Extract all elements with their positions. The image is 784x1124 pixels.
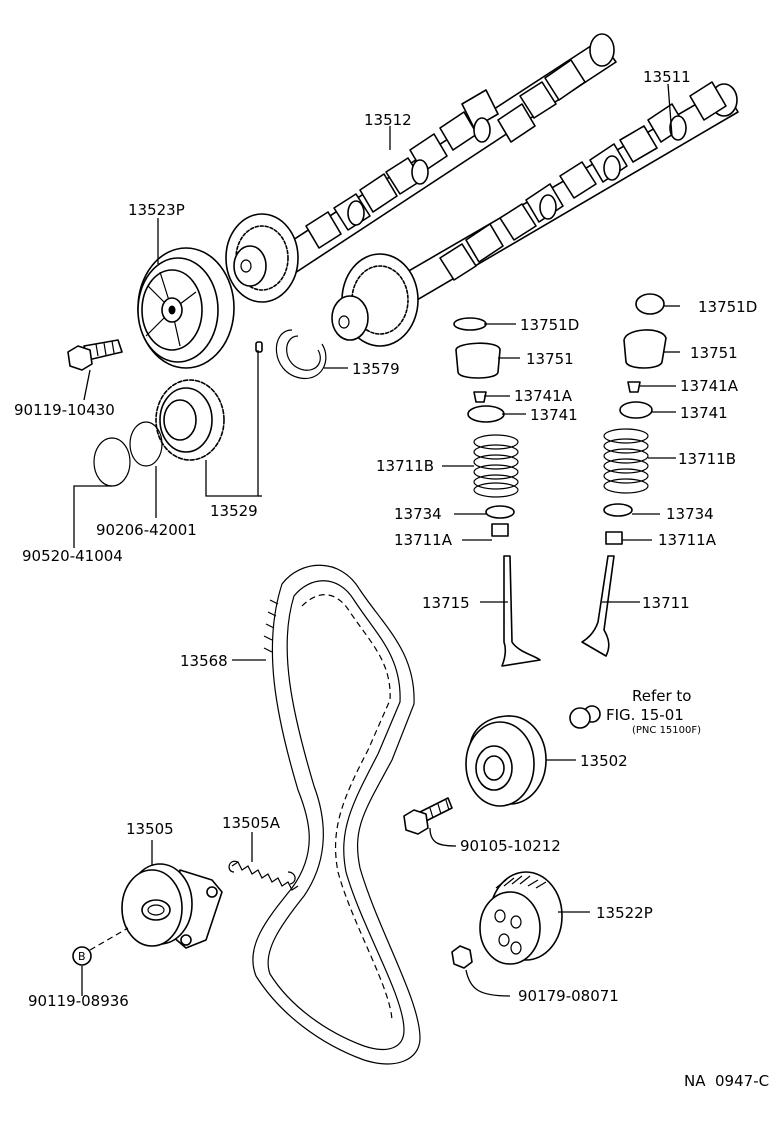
bolt-marker-b <box>72 946 92 966</box>
label-90520-41004: 90520-41004 <box>22 547 123 565</box>
camshaft-timing-pulley-13523p <box>137 247 235 369</box>
idler-pulley-13502 <box>465 715 547 807</box>
tension-spring-13505a <box>228 860 299 891</box>
snap-ring-90520-41004 <box>93 437 131 487</box>
wave-washer-90206-42001 <box>129 421 163 467</box>
camshaft-13511 <box>331 81 739 347</box>
label-90179-08071: 90179-08071 <box>518 987 619 1005</box>
leader-lines <box>73 83 680 997</box>
label-13711: 13711 <box>642 594 690 612</box>
label-13522p: 13522P <box>596 904 653 922</box>
label-13711b-right: 13711B <box>678 450 736 468</box>
label-90119-10430: 90119-10430 <box>14 401 115 419</box>
label-13751d-right: 13751D <box>698 298 757 316</box>
timing-belt-13568 <box>252 564 421 1065</box>
figure-code: NA 0947-C <box>684 1072 769 1090</box>
label-13741a-right: 13741A <box>680 377 739 395</box>
label-13511: 13511 <box>643 68 691 86</box>
circle-marker-b: B <box>78 950 86 963</box>
pin <box>255 341 263 353</box>
label-13711a-left: 13711A <box>394 531 453 549</box>
reference-line-2: FIG. 15-01 <box>606 706 684 724</box>
label-13512: 13512 <box>364 111 412 129</box>
label-13734-left: 13734 <box>394 505 442 523</box>
label-13741-right: 13741 <box>680 404 728 422</box>
label-90206-42001: 90206-42001 <box>96 521 197 539</box>
label-13568: 13568 <box>180 652 228 670</box>
label-13741a-left: 13741A <box>514 387 573 405</box>
crankshaft-timing-pulley-13522p <box>479 871 563 965</box>
bolt-90119-10430 <box>67 339 123 371</box>
label-13734-right: 13734 <box>666 505 714 523</box>
camshaft-13512 <box>225 33 617 303</box>
label-13502: 13502 <box>580 752 628 770</box>
plug-reference-part <box>569 705 601 729</box>
snap-ring-13579 <box>275 329 327 380</box>
valve-train-right <box>581 293 667 657</box>
label-13579: 13579 <box>352 360 400 378</box>
bolt-90105-10212 <box>403 797 453 835</box>
label-13715: 13715 <box>422 594 470 612</box>
label-13523p: 13523P <box>128 201 185 219</box>
reference-line-3: (PNC 15100F) <box>632 725 701 736</box>
label-90119-08936: 90119-08936 <box>28 992 129 1010</box>
scissors-gear-13529 <box>155 379 225 461</box>
tensioner-pulley-13505 <box>121 863 223 949</box>
label-90105-10212: 90105-10212 <box>460 837 561 855</box>
label-13711a-right: 13711A <box>658 531 717 549</box>
dashed-leader-b <box>89 927 129 951</box>
label-13529: 13529 <box>210 502 258 520</box>
label-13711b-left: 13711B <box>376 457 434 475</box>
label-13505a: 13505A <box>222 814 281 832</box>
bolt-90179-08071 <box>451 945 473 969</box>
label-13751d-left: 13751D <box>520 316 579 334</box>
reference-line-1: Refer to <box>632 687 691 705</box>
label-13741-left: 13741 <box>530 406 578 424</box>
part-number-labels: 13511 13512 13523P 90119-10430 13579 135… <box>14 68 769 1090</box>
label-13505: 13505 <box>126 820 174 838</box>
label-13751-left: 13751 <box>526 350 574 368</box>
valve-train-left <box>453 317 541 667</box>
label-13751-right: 13751 <box>690 344 738 362</box>
